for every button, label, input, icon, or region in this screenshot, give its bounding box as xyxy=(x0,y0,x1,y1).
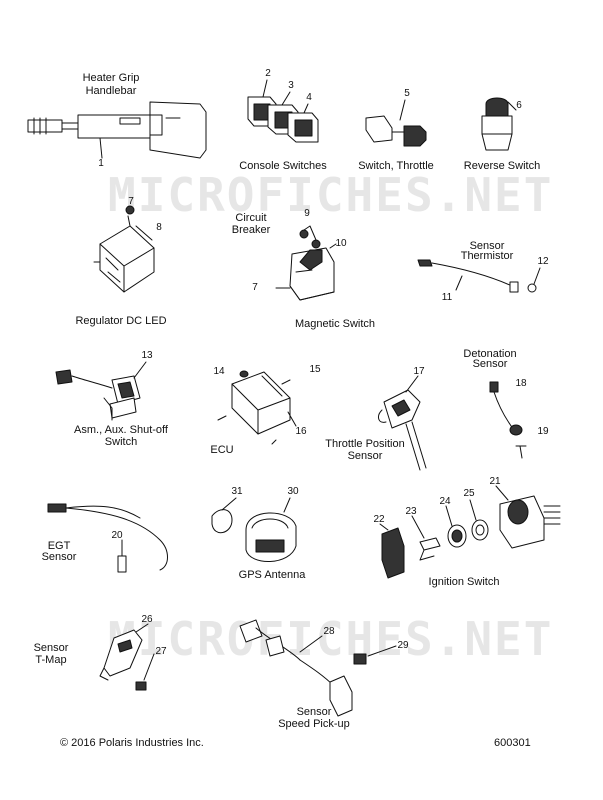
label-circuit: Circuit xyxy=(235,212,267,224)
label-thermistor: Thermistor xyxy=(460,250,514,262)
callout-14: 14 xyxy=(213,366,225,377)
label-throttle-position: Throttle Position xyxy=(325,438,405,450)
callout-9: 9 xyxy=(304,208,310,219)
label-detonation-sensor: Sensor xyxy=(472,358,508,370)
ecu-part xyxy=(217,370,297,445)
callout-16: 16 xyxy=(295,426,307,437)
callout-3: 3 xyxy=(288,80,294,91)
callout-21: 21 xyxy=(489,476,501,487)
callout-24: 24 xyxy=(439,496,451,507)
callout-2: 2 xyxy=(265,68,271,79)
label-breaker: Breaker xyxy=(231,224,271,236)
egt-sensor-part xyxy=(47,503,168,573)
callout-6: 6 xyxy=(516,100,522,111)
callout-12: 12 xyxy=(537,256,549,267)
tmap-sensor-part xyxy=(99,623,155,691)
label-switch-throttle: Switch, Throttle xyxy=(358,160,434,172)
label-heater-grip: Heater Grip xyxy=(82,72,140,84)
callout-19: 19 xyxy=(537,426,549,437)
heater-grip-part xyxy=(27,101,207,159)
label-speed-pickup: Speed Pick-up xyxy=(278,718,350,730)
callout-4: 4 xyxy=(306,92,312,103)
label-egt: EGT xyxy=(47,540,71,552)
callout-1: 1 xyxy=(98,158,104,169)
gps-antenna-part xyxy=(211,497,297,563)
throttle-switch-part xyxy=(365,99,427,147)
label-regulator-dc-led: Regulator DC LED xyxy=(75,315,167,327)
label-console-switches: Console Switches xyxy=(239,160,327,172)
throttle-position-part xyxy=(378,375,427,471)
callout-26: 26 xyxy=(141,614,153,625)
callout-8: 8 xyxy=(156,222,162,233)
callout-30: 30 xyxy=(287,486,299,497)
reverse-switch-part xyxy=(481,97,517,151)
label-heater-grip-handlebar: Handlebar xyxy=(85,85,137,97)
label-tmap: T-Map xyxy=(35,654,67,666)
regulator-part xyxy=(93,205,155,293)
callout-29: 29 xyxy=(397,640,409,651)
callout-7: 7 xyxy=(128,196,134,207)
callout-17: 17 xyxy=(413,366,425,377)
label-sensor-thermistor: Sensor xyxy=(469,240,505,252)
callout-27: 27 xyxy=(155,646,167,657)
callout-11: 11 xyxy=(441,292,453,303)
magnetic-switch-part xyxy=(275,225,337,301)
callout-31: 31 xyxy=(231,486,243,497)
callout-28: 28 xyxy=(323,626,335,637)
label-magnetic-switch: Magnetic Switch xyxy=(294,318,376,330)
label-reverse-switch: Reverse Switch xyxy=(463,160,541,172)
label-shutoff-switch: Asm., Aux. Shut-off xyxy=(74,424,168,436)
label-gps-antenna: GPS Antenna xyxy=(238,569,306,581)
copyright-notice: © 2016 Polaris Industries Inc. xyxy=(60,737,204,749)
detonation-sensor-part xyxy=(489,381,527,459)
shutoff-switch-part xyxy=(55,361,147,421)
watermark: MICROFICHES.NET xyxy=(108,168,554,222)
label-detonation: Detonation xyxy=(463,348,517,360)
callout-7: 7 xyxy=(252,282,258,293)
callout-22: 22 xyxy=(373,514,385,525)
thermistor-part xyxy=(417,259,541,293)
callout-23: 23 xyxy=(405,506,417,517)
watermark: MICROFICHES.NET xyxy=(108,612,554,666)
label-shutoff-switch-line2: Switch xyxy=(104,436,138,448)
label-sensor-tmap: Sensor xyxy=(33,642,69,654)
callout-18: 18 xyxy=(515,378,527,389)
callout-13: 13 xyxy=(141,350,153,361)
speed-pickup-part xyxy=(239,619,397,717)
label-sensor-speed: Sensor xyxy=(296,706,332,718)
callout-10: 10 xyxy=(335,238,347,249)
label-ignition-switch: Ignition Switch xyxy=(428,576,500,588)
figure-number: 600301 xyxy=(494,737,531,749)
callout-5: 5 xyxy=(404,88,410,99)
console-switches-part xyxy=(247,79,319,143)
callout-15: 15 xyxy=(309,364,321,375)
label-egt-sensor: Sensor xyxy=(41,551,77,563)
callout-20: 20 xyxy=(111,530,123,541)
label-ecu: ECU xyxy=(210,444,234,456)
callout-25: 25 xyxy=(463,488,475,499)
label-throttle-position-sensor: Sensor xyxy=(347,450,383,462)
ignition-switch-part xyxy=(379,485,561,579)
